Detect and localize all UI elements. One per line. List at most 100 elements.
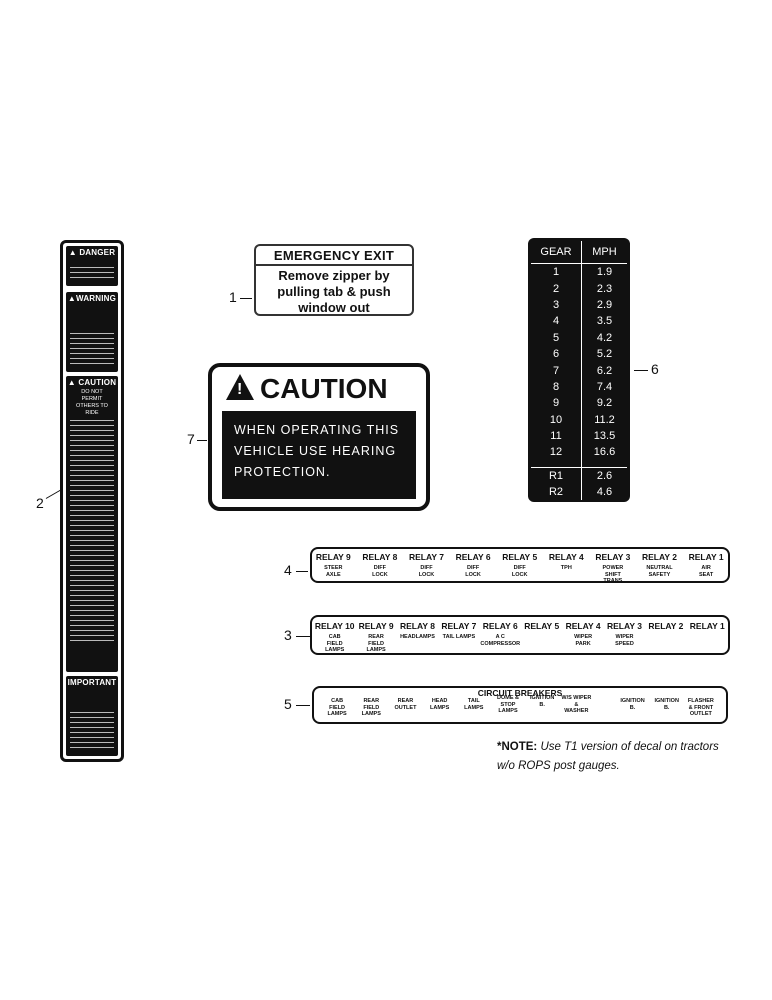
relay-cell: RELAY 8 HEADLAMPS: [397, 621, 438, 641]
danger-section: ▲ DANGER: [66, 246, 118, 286]
relay-label: RELAY 1: [689, 621, 725, 631]
gear-row: 12 16.6: [531, 444, 627, 461]
breaker-text: IGNITION B.: [620, 698, 645, 711]
relay-label: RELAY 10: [314, 621, 355, 631]
relay-label: RELAY 8: [400, 621, 435, 631]
caution-line3: PROTECTION.: [234, 465, 331, 479]
relay-label: RELAY 3: [595, 552, 631, 562]
breaker-label: W/S WIPER & WASHER: [559, 695, 593, 715]
note-line1: Use T1 version of decal on tractors: [537, 741, 719, 753]
gear-cell: 8: [531, 378, 582, 396]
gear-cell: R2: [531, 484, 582, 501]
gear-cell: 5: [531, 329, 582, 346]
emergency-exit-title: EMERGENCY EXIT: [256, 246, 412, 266]
relay-function: A C COMPRESSOR: [480, 634, 521, 647]
relay-function: DIFF LOCK: [418, 565, 435, 578]
gear-cell: 7: [531, 362, 582, 379]
relay-label: RELAY 4: [548, 552, 584, 562]
caution-heading: ▲ CAUTION: [67, 378, 117, 387]
emergency-exit-line1: Remove zipper by: [278, 268, 390, 283]
emergency-exit-decal: EMERGENCY EXIT Remove zipper by pulling …: [254, 244, 414, 316]
relay-label: RELAY 9: [315, 552, 351, 562]
gear-cell: 9: [531, 395, 582, 412]
gear-cell: 11: [531, 427, 582, 445]
mph-header: MPH: [581, 241, 627, 264]
callout-6: 6: [651, 361, 659, 377]
callout-4: 4: [284, 562, 292, 578]
breaker-label: REAR FIELD LAMPS: [354, 698, 388, 718]
breaker-text: FLASHER & FRONT OUTLET: [687, 698, 714, 717]
relay-label: RELAY 5: [524, 621, 560, 631]
relay-function: AIR SEAT: [698, 565, 714, 578]
relay-function: DIFF LOCK: [372, 565, 388, 578]
gear-cell: R1: [531, 467, 582, 485]
breaker-label: FLASHER & FRONT OUTLET: [684, 698, 718, 718]
relay-label: RELAY 2: [648, 621, 684, 631]
mph-cell: 4.2: [596, 331, 613, 344]
relay-function: HEADLAMPS: [400, 634, 435, 640]
emergency-exit-line2: pulling tab & push: [277, 284, 391, 299]
breaker-label: IGNITION B.: [525, 695, 559, 708]
mph-cell: 13.5: [593, 430, 616, 443]
gear-cell: 4: [531, 313, 582, 330]
mph-cell: 16.6: [593, 446, 616, 459]
relay-function: DIFF LOCK: [511, 565, 528, 578]
relay-function: CAB FIELD LAMPS: [325, 634, 345, 653]
gear-cell: 6: [531, 345, 582, 363]
callout-5: 5: [284, 696, 292, 712]
relay-label: RELAY 9: [358, 621, 394, 631]
note-line2: w/o ROPS post gauges.: [497, 760, 620, 772]
mph-cell: 11.2: [594, 413, 615, 426]
mph-cell: 6.2: [596, 364, 613, 377]
emergency-exit-line3: window out: [298, 300, 370, 315]
mph-cell: 7.4: [596, 380, 613, 393]
relay-cell: RELAY 7 DIFF LOCK: [403, 552, 450, 578]
relay-function: DIFF LOCK: [465, 565, 481, 578]
gear-row: 11 13.5: [531, 427, 627, 445]
warning-heading: ▲WARNING: [67, 294, 117, 303]
leader-6: [634, 370, 648, 371]
breaker-label: REAR OUTLET: [388, 698, 422, 711]
breaker-label: TAIL LAMPS: [457, 698, 491, 711]
relay-cell: RELAY 5: [521, 621, 562, 634]
breaker-text: IGNITION B.: [529, 695, 555, 708]
circuit-breakers-title: CIRCUIT BREAKERS: [477, 688, 563, 698]
gear-cell: 3: [531, 296, 582, 314]
breaker-text: DOME & STOP LAMPS: [496, 695, 519, 714]
leader-4: [296, 571, 308, 572]
breaker-label: HEAD LAMPS: [423, 698, 457, 711]
relay-cell: RELAY 4 TPH: [543, 552, 590, 572]
caution-subtext: DO NOT PERMIT OTHERS TO RIDE: [76, 389, 108, 416]
relay-function: STEER AXLE: [324, 565, 343, 578]
relay-label: RELAY 4: [565, 621, 601, 631]
caution-section: ▲ CAUTION DO NOT PERMIT OTHERS TO RIDE: [66, 376, 118, 672]
callout-2: 2: [36, 495, 44, 511]
gear-cell: 12: [531, 444, 582, 461]
mph-cell: 3.5: [596, 315, 613, 328]
relay-label: RELAY 7: [409, 552, 444, 562]
relay-label: RELAY 7: [441, 621, 477, 631]
caution-line1: WHEN OPERATING THIS: [234, 423, 400, 437]
relay-function: TPH: [560, 565, 572, 571]
relay-label: RELAY 8: [362, 552, 398, 562]
relay-label: RELAY 2: [642, 552, 677, 562]
note-label: *NOTE:: [497, 741, 538, 753]
safety-decal-strip: ▲ DANGER ▲WARNING ▲ CAUTION DO NOT PERMI…: [60, 240, 124, 762]
mph-cell: 4.6: [596, 486, 613, 499]
breaker-text: REAR OUTLET: [394, 698, 417, 711]
